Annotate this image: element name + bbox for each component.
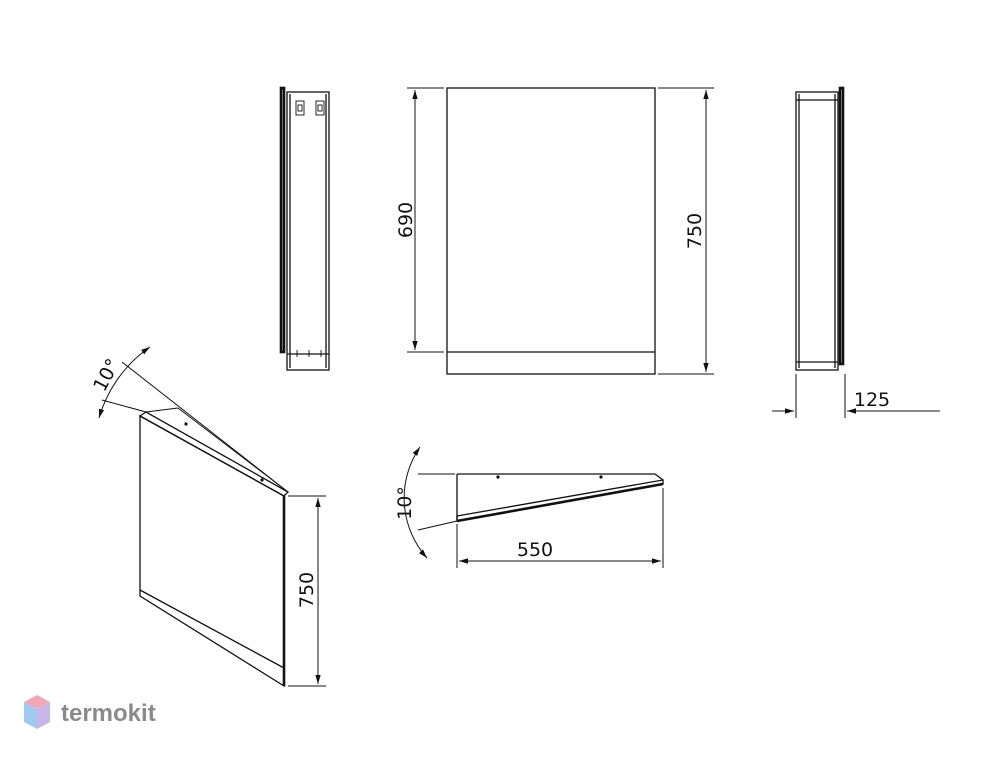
- side-view-left: [279, 86, 330, 371]
- dim-125-label: 125: [854, 389, 890, 411]
- dim-690-label: 690: [395, 202, 417, 238]
- top-angle-label: 10°: [394, 486, 416, 520]
- dim-750-front-label: 750: [684, 213, 706, 249]
- top-view: [403, 446, 664, 568]
- side-view-right: [772, 86, 940, 418]
- dim-550-label: 550: [517, 539, 553, 561]
- iso-angle-label: 10°: [89, 355, 124, 395]
- logo-text: termokit: [61, 700, 156, 727]
- isometric-view: [98, 346, 326, 688]
- front-view: [407, 87, 714, 375]
- dim-750-iso-label: 750: [296, 572, 318, 608]
- cube-logo-icon: [24, 695, 50, 729]
- hinge-icon: [295, 100, 325, 116]
- termokit-logo: termokit: [24, 695, 156, 729]
